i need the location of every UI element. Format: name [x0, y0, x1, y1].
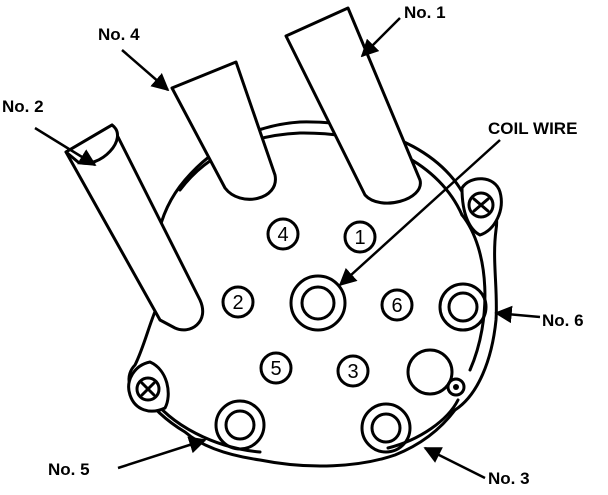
arrow-no3: [423, 446, 486, 480]
cap-number-6-text: 6: [391, 295, 402, 317]
cap-number-4: 4: [266, 217, 300, 251]
cap-number-5: 5: [259, 351, 293, 385]
cap-number-2-text: 2: [232, 292, 243, 314]
mount-ear-top-right: [460, 177, 503, 237]
label-no4: No. 4: [98, 25, 140, 44]
arrow-no6: [494, 305, 541, 324]
cap-number-5-text: 5: [270, 358, 281, 380]
terminal-coil: [289, 274, 347, 332]
arrow-coil: [338, 139, 501, 287]
terminal-no5: [214, 399, 266, 451]
mount-ear-bottom-left: [127, 360, 170, 413]
screw-bottom-left: [135, 376, 161, 402]
label-no5: No. 5: [48, 460, 90, 479]
cap-number-4-text: 4: [277, 224, 288, 246]
label-no1: No. 1: [404, 3, 446, 22]
cap-number-1-text: 1: [354, 227, 365, 249]
terminal-no3: [360, 402, 412, 454]
label-no6: No. 6: [542, 311, 584, 330]
cap-number-1: 1: [343, 220, 377, 254]
cap-number-6: 6: [380, 288, 414, 322]
label-coil-wire: COIL WIRE: [488, 119, 577, 138]
screw-top-right: [467, 191, 495, 219]
cap-number-2: 2: [221, 285, 255, 319]
arrow-no4: [121, 49, 170, 92]
label-no2: No. 2: [2, 97, 44, 116]
arrow-no5: [117, 436, 207, 470]
arrow-no2: [34, 126, 97, 167]
cap-number-3-text: 3: [347, 361, 358, 383]
cap-number-3: 3: [336, 354, 370, 388]
leader-arrows: [34, 17, 541, 480]
terminal-no6: [438, 282, 488, 332]
arrow-no1: [360, 17, 401, 58]
tower-no1: [284, 6, 422, 205]
vent-boss: [406, 348, 466, 397]
tower-no4: [170, 60, 277, 201]
label-no3: No. 3: [488, 469, 530, 488]
